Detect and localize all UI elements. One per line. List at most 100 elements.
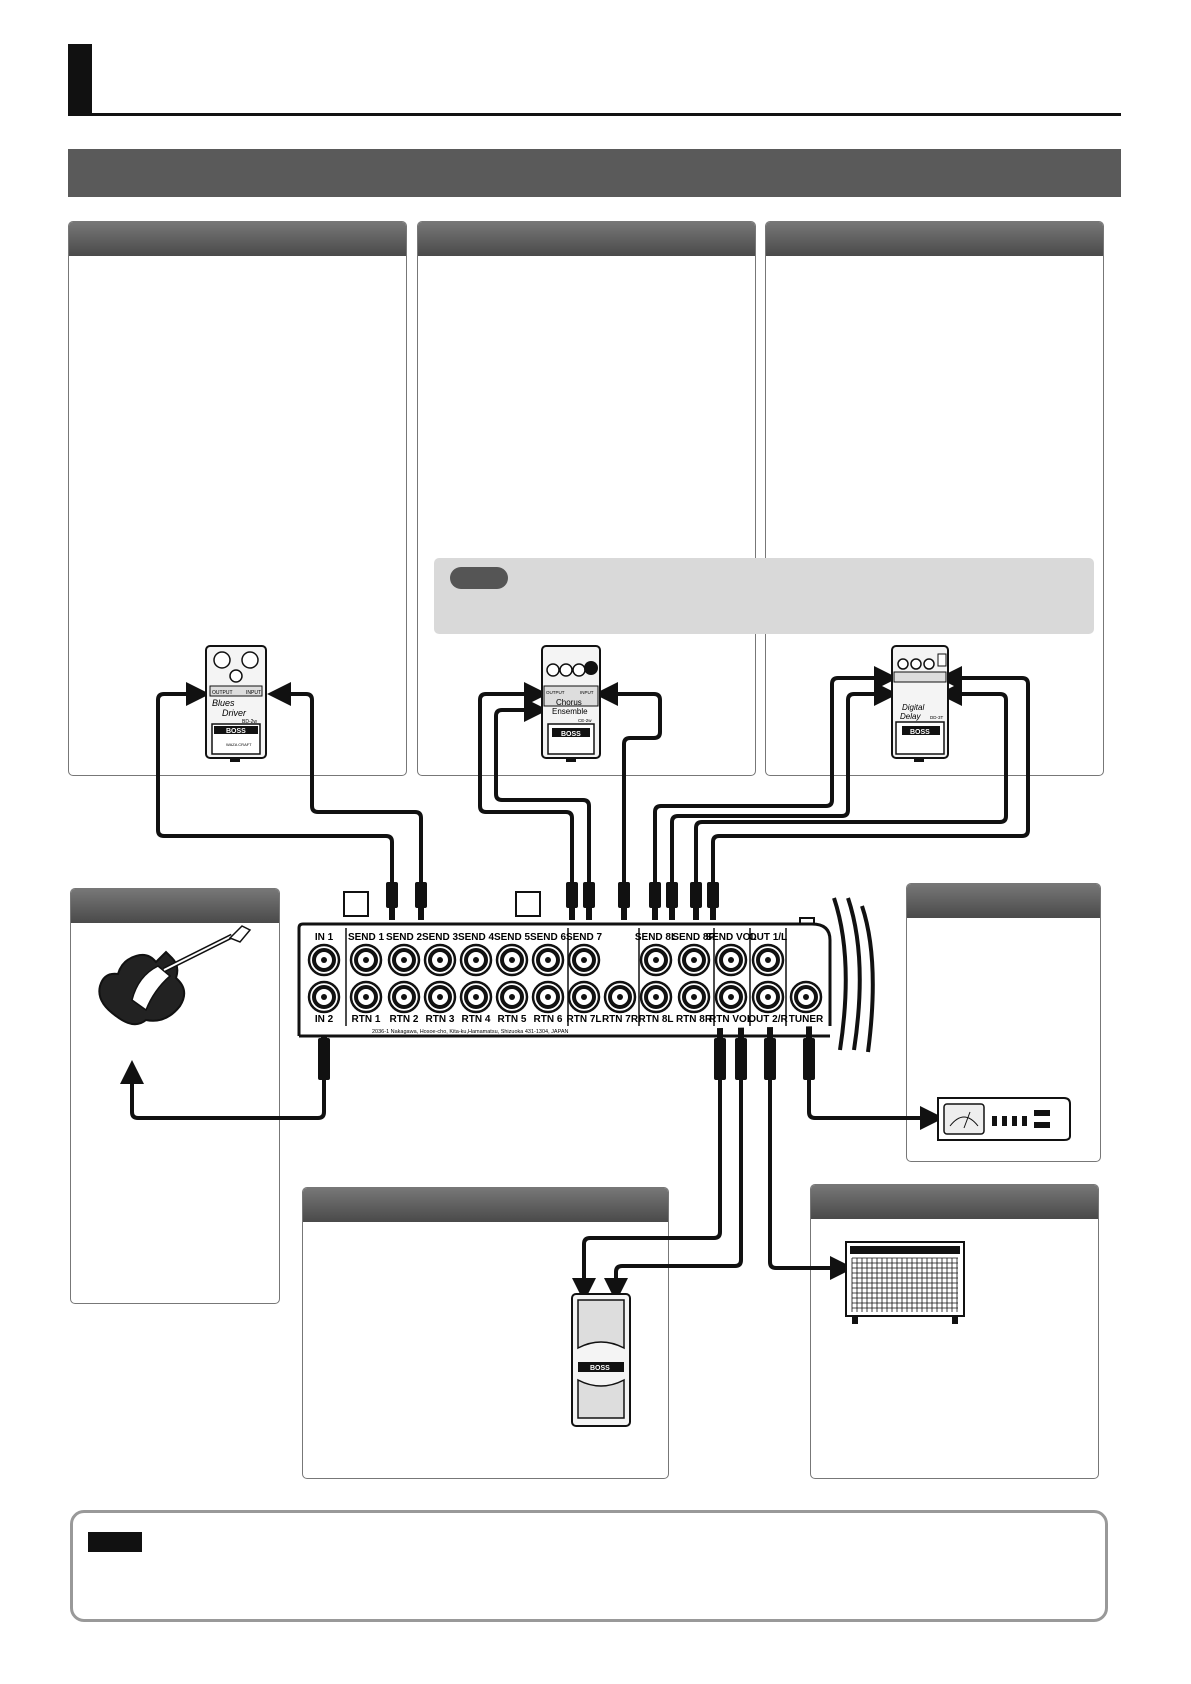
cable-guitar-in1 [120, 1060, 326, 1120]
ce-name-line1: Chorus [556, 698, 582, 707]
jack-bottom-7[interactable] [567, 980, 601, 1014]
panel-expression [302, 1187, 669, 1479]
footswitch-knob-right [515, 891, 541, 917]
pedal-chorus-ensemble: OUTPUT INPUT Chorus Ensemble CE-2w BOSS [541, 645, 601, 762]
jack-label-bottom-10: RTN 8R [676, 1014, 713, 1025]
cable-sendvol-expression [572, 1080, 722, 1302]
bd2-name-line2: Driver [222, 708, 247, 718]
plug-top-4 [583, 882, 595, 920]
jack-bottom-13[interactable] [789, 980, 823, 1014]
jack-label-bottom-8: RTN 7R [602, 1014, 639, 1025]
jack-label-bottom-1: RTN 1 [352, 1014, 381, 1025]
jack-bottom-4[interactable] [459, 980, 493, 1014]
break-lines [832, 897, 875, 1053]
jack-label-bottom-11: RTN VOL [709, 1014, 753, 1025]
jack-label-bottom-4: RTN 4 [462, 1014, 491, 1025]
plug-top-1 [386, 882, 398, 920]
expression-brand: BOSS [590, 1365, 610, 1372]
tuner-device [937, 1097, 1071, 1141]
jack-bottom-11[interactable] [714, 980, 748, 1014]
cable-dd-rtn8r [711, 666, 1030, 882]
plug-bottom-sendvol [714, 1026, 726, 1080]
jack-top-3[interactable] [423, 943, 457, 977]
panel-guitar-header [71, 889, 279, 923]
guitar-headstock [228, 925, 252, 943]
plugs [318, 882, 815, 1080]
bd2-knob-gain [241, 651, 259, 669]
bottom-note-badge [88, 1532, 142, 1552]
jack-bottom-10[interactable] [677, 980, 711, 1014]
bottom-note-box [70, 1510, 1108, 1622]
jack-label-top-5: SEND 5 [494, 932, 531, 943]
expression-treadle [577, 1299, 625, 1350]
pedal-blues-driver: OUTPUT INPUT Blues Driver BD-2w BOSS WAZ… [205, 645, 267, 762]
jack-bottom-8[interactable] [603, 980, 637, 1014]
panel-overdrive [68, 221, 407, 776]
dd-model: DD-3T [930, 715, 944, 720]
dd-name-line2: Delay [900, 712, 921, 721]
panel-chorus-header [418, 222, 755, 256]
panel-amp-header [811, 1185, 1098, 1219]
jack-top-10[interactable] [714, 943, 748, 977]
jack-label-top-1: SEND 1 [348, 932, 385, 943]
ce-input-label: INPUT [580, 690, 594, 695]
jack-bottom-5[interactable] [495, 980, 529, 1014]
plug-top-6 [649, 882, 661, 920]
plug-bottom-rtnvol [735, 1026, 747, 1080]
jack-top-5[interactable] [495, 943, 529, 977]
jack-label-top-9: SEND 8R [672, 932, 716, 943]
jack-label-bottom-13: TUNER [789, 1014, 824, 1025]
panel-delay-header [766, 222, 1103, 256]
section-title-bar [68, 149, 1121, 197]
jack-label-bottom-6: RTN 6 [534, 1014, 563, 1025]
cable-tuner-out [807, 1080, 944, 1130]
expression-brand-plate [578, 1362, 624, 1372]
plug-bottom-tuner [803, 1026, 815, 1080]
pedal-digital-delay: Digital Delay DD-3T BOSS [891, 645, 949, 762]
ce-model: CE-2w [578, 718, 592, 723]
jack-bottom-9[interactable] [639, 980, 673, 1014]
jack-top-4[interactable] [459, 943, 493, 977]
jack-top-2[interactable] [387, 943, 421, 977]
memo-badge [450, 567, 508, 589]
jack-bottom-6[interactable] [531, 980, 565, 1014]
jack-label-top-2: SEND 2 [386, 932, 423, 943]
cable-send8l-dd [653, 666, 898, 882]
bd2-name-line1: Blues [212, 698, 235, 708]
cable-send8r-dd [670, 682, 898, 882]
jack-bottom-0[interactable] [307, 980, 341, 1014]
jack-bottom-1[interactable] [349, 980, 383, 1014]
cable-dd-rtn8l [694, 682, 1008, 882]
jack-label-top-6: SEND 6 [530, 932, 567, 943]
jack-top-9[interactable] [677, 943, 711, 977]
jack-top-7[interactable] [567, 943, 601, 977]
bd2-knob-tone [229, 669, 243, 683]
jack-top-11[interactable] [751, 943, 785, 977]
guitar-pickguard [131, 965, 172, 1012]
panel-expression-header [303, 1188, 668, 1222]
bd2-brand: BOSS [226, 728, 246, 735]
jack-label-top-4: SEND 4 [458, 932, 495, 943]
jack-top-6[interactable] [531, 943, 565, 977]
jack-top-1[interactable] [349, 943, 383, 977]
cable-out-amp [768, 1080, 854, 1280]
ce-output-label: OUTPUT [546, 690, 565, 695]
cable-send1-bd2-input [156, 682, 394, 882]
jack-bottom-3[interactable] [423, 980, 457, 1014]
bd2-input-label: INPUT [246, 690, 261, 696]
jack-top-0[interactable] [307, 943, 341, 977]
jack-bottom-2[interactable] [387, 980, 421, 1014]
jack-label-bottom-3: RTN 3 [426, 1014, 455, 1025]
jack-bottom-12[interactable] [751, 980, 785, 1014]
panel-amp [810, 1184, 1099, 1479]
jack-top-8[interactable] [639, 943, 673, 977]
cable-send7-ce [594, 682, 662, 882]
jack-label-bottom-12: OUT 2/R [748, 1014, 788, 1025]
plug-top-7 [666, 882, 678, 920]
jack-label-bottom-2: RTN 2 [390, 1014, 419, 1025]
jack-label-bottom-5: RTN 5 [498, 1014, 527, 1025]
chapter-marker [68, 44, 92, 116]
panel-overdrive-header [69, 222, 406, 256]
